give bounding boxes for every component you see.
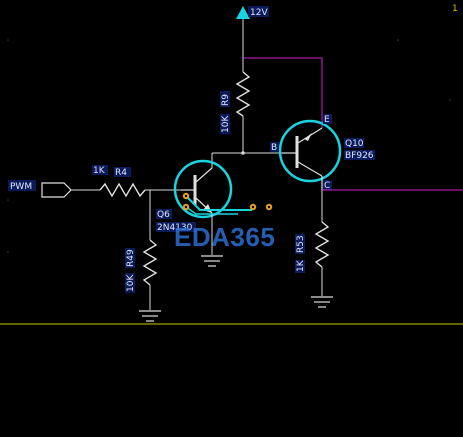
q6-ref: Q6 xyxy=(157,210,170,220)
q6-value: 2N4130 xyxy=(157,223,193,233)
ground-q6-icon xyxy=(201,255,223,267)
r53-value: 1K xyxy=(296,259,306,272)
resistor-r53[interactable]: 1K R53 xyxy=(295,190,330,296)
pwm-label: PWM xyxy=(10,182,32,192)
supply-label: 12V xyxy=(250,8,268,18)
resistor-r9[interactable]: 10K R9 xyxy=(220,58,251,153)
pwm-net-port[interactable]: PWM xyxy=(8,180,100,198)
transistor-q10[interactable]: B E C Q10 BF926 xyxy=(270,114,375,191)
r9-ref: R9 xyxy=(221,94,231,106)
wire-12v-to-q10-emitter[interactable] xyxy=(243,57,323,128)
q10-value: BF926 xyxy=(345,151,374,161)
q10-pin-e: E xyxy=(324,115,330,125)
q10-pin-b: B xyxy=(271,143,277,153)
q10-ref: Q10 xyxy=(345,139,364,149)
supply-12v-symbol[interactable]: 12V xyxy=(236,6,269,58)
r53-ref: R53 xyxy=(296,235,306,253)
r9-value: 10K xyxy=(221,115,231,133)
resistor-r49[interactable]: 10K R49 xyxy=(125,239,158,310)
watermark-logo: EDA365 xyxy=(174,222,275,252)
ground-r53-icon xyxy=(311,296,333,308)
grid-dots xyxy=(7,39,451,253)
r49-value: 10K xyxy=(126,274,136,292)
pcb-footprint-overlay[interactable] xyxy=(182,192,273,215)
resistor-r4[interactable]: 1K R4 xyxy=(92,165,181,198)
junction-dot xyxy=(241,151,245,155)
corner-mark: 1 xyxy=(452,4,458,14)
r4-value: 1K xyxy=(93,166,106,176)
r49-ref: R49 xyxy=(126,249,136,267)
r4-ref: R4 xyxy=(115,168,127,178)
ground-r49-icon xyxy=(139,310,161,322)
q10-pin-c: C xyxy=(324,181,330,191)
